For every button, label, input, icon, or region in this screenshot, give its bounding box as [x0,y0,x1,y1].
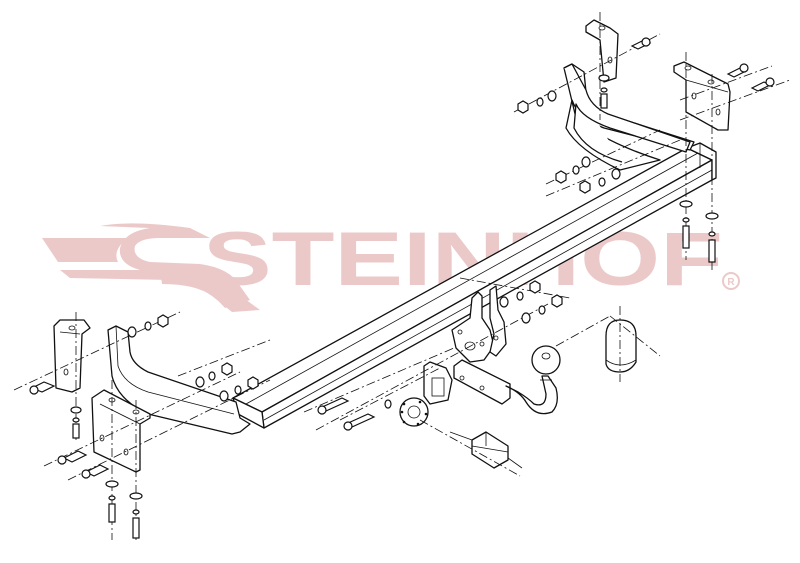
ball-cap [605,319,637,373]
logo-swoosh-icon [42,238,128,262]
left-bracket-small [53,319,91,393]
socket [399,397,429,427]
registered-mark-icon [722,272,740,290]
tow-ball [453,345,561,415]
right-arm [563,63,695,171]
socket-plate [423,361,453,405]
left-bracket-large [91,389,151,473]
svg-text:R: R [727,277,735,288]
connector [449,431,523,469]
steinhof-logo: STEINHOF R [42,217,740,312]
left-arm [107,325,251,435]
right-bracket-rear [673,61,731,131]
center-mount [451,285,507,363]
fasteners [29,37,775,539]
right-bracket-top [585,19,619,83]
